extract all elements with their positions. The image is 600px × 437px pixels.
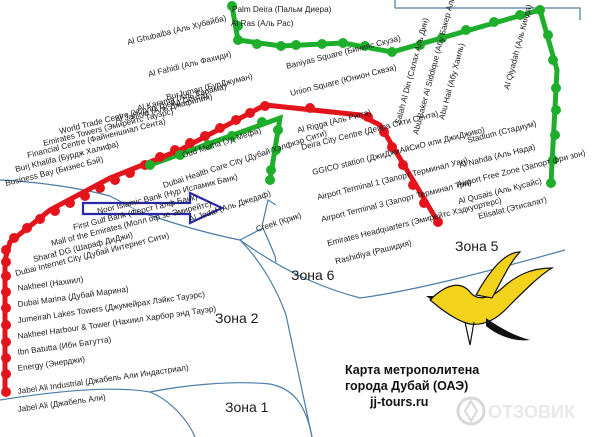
station-dot[interactable] (257, 117, 267, 127)
station-dot[interactable] (227, 131, 237, 141)
station-dot[interactable] (1, 337, 11, 347)
station-dot[interactable] (1, 245, 11, 255)
zone-borders (0, 0, 581, 437)
station-dot[interactable] (265, 175, 275, 185)
zone-label: Зона 1 (225, 399, 269, 415)
station-dot[interactable] (546, 178, 556, 188)
station-dot[interactable] (360, 41, 370, 51)
otzovik-badge: ОТЗОВИК (456, 396, 576, 426)
station-dot[interactable] (408, 180, 418, 190)
station-dot[interactable] (1, 257, 11, 267)
station-dot[interactable] (252, 39, 262, 49)
station-dot[interactable] (65, 198, 75, 208)
station-dot[interactable] (419, 198, 429, 208)
station-dot[interactable] (155, 152, 165, 162)
station-dot[interactable] (363, 112, 373, 122)
station-dot[interactable] (125, 168, 135, 178)
station-label: Al Ras (Аль Рас) (231, 19, 294, 28)
station-dot[interactable] (271, 145, 281, 155)
station-dot[interactable] (1, 271, 11, 281)
station-dot[interactable] (387, 142, 397, 152)
station-dot[interactable] (276, 41, 286, 51)
station-dot[interactable] (233, 35, 243, 45)
station-label: Nakheel (Нахиил) (17, 275, 84, 293)
station-dot[interactable] (185, 138, 195, 148)
red-stations (1, 101, 443, 397)
station-dot[interactable] (22, 223, 32, 233)
station-dot[interactable] (305, 103, 315, 113)
central-labels: Baniyas Square (Бинияс Скуэа) Union Squa… (285, 34, 502, 266)
green-stations (145, 1, 561, 188)
station-dot[interactable] (233, 21, 243, 31)
pointer-arrow (81, 191, 225, 225)
station-dot[interactable] (338, 38, 348, 48)
station-dot[interactable] (1, 353, 11, 363)
zone-label: Зона 2 (215, 310, 259, 326)
station-dot[interactable] (551, 105, 561, 115)
station-dot[interactable] (50, 206, 60, 216)
map-title: Карта метрополитена города Дубай (ОАЭ) j… (345, 363, 480, 409)
station-dot[interactable] (461, 25, 471, 35)
station-dot[interactable] (551, 83, 561, 93)
station-dot[interactable] (175, 150, 185, 160)
green-west-labels: Palm Deira (Пальм Диера) Al Ras (Аль Рас… (126, 5, 331, 79)
station-dot[interactable] (548, 155, 558, 165)
station-dot[interactable] (415, 40, 425, 50)
station-dot[interactable] (203, 140, 213, 150)
station-dot[interactable] (245, 108, 255, 118)
station-dot[interactable] (110, 175, 120, 185)
station-dot[interactable] (387, 47, 397, 57)
station-dot[interactable] (489, 17, 499, 27)
station-dot[interactable] (548, 55, 558, 65)
crane-bird-logo (426, 251, 555, 346)
station-dot[interactable] (231, 115, 241, 125)
station-dot[interactable] (266, 165, 276, 175)
station-dot[interactable] (550, 130, 560, 140)
station-dot[interactable] (260, 101, 270, 111)
title-line: Карта метрополитена (345, 363, 480, 377)
station-dot[interactable] (1, 369, 11, 379)
station-dot[interactable] (1, 320, 11, 330)
station-label: Energy (Энерджи) (17, 355, 86, 373)
station-dot[interactable] (543, 30, 553, 40)
station-dot[interactable] (433, 217, 443, 227)
station-dot[interactable] (515, 10, 525, 20)
station-dot[interactable] (145, 160, 155, 170)
station-label: Al Fahidi (Аль Фахиди) (147, 50, 232, 79)
station-label: Palm Deira (Пальм Диера) (232, 5, 332, 14)
station-dot[interactable] (200, 131, 210, 141)
station-dot[interactable] (398, 160, 408, 170)
title-line: jj-tours.ru (369, 395, 428, 409)
station-dot[interactable] (215, 123, 225, 133)
zone-label: Зона 6 (291, 267, 335, 283)
station-dot[interactable] (317, 39, 327, 49)
station-dot[interactable] (437, 33, 447, 43)
red-west-labels: BurJuman (БурДжуман) Al Karama (Аль Кара… (4, 72, 253, 414)
zone-label: Зона 5 (455, 238, 499, 254)
station-label: Union Square (Юнион Сквэа) (289, 63, 397, 98)
station-dot[interactable] (1, 303, 11, 313)
station-dot[interactable] (227, 1, 237, 11)
station-dot[interactable] (9, 233, 19, 243)
station-dot[interactable] (95, 183, 105, 193)
station-label: Creek (Крик) (255, 211, 303, 234)
station-dot[interactable] (1, 287, 11, 297)
watermark-text: ОТЗОВИК (488, 402, 576, 422)
station-dot[interactable] (291, 40, 301, 50)
station-dot[interactable] (35, 214, 45, 224)
title-line: города Дубай (ОАЭ) (345, 379, 468, 393)
station-dot[interactable] (1, 387, 11, 397)
station-dot[interactable] (273, 125, 283, 135)
station-dot[interactable] (535, 5, 545, 15)
station-dot[interactable] (379, 127, 389, 137)
station-dot[interactable] (80, 191, 90, 201)
station-label: Al Ghubaiba (Аль Хубайба) (126, 14, 227, 47)
